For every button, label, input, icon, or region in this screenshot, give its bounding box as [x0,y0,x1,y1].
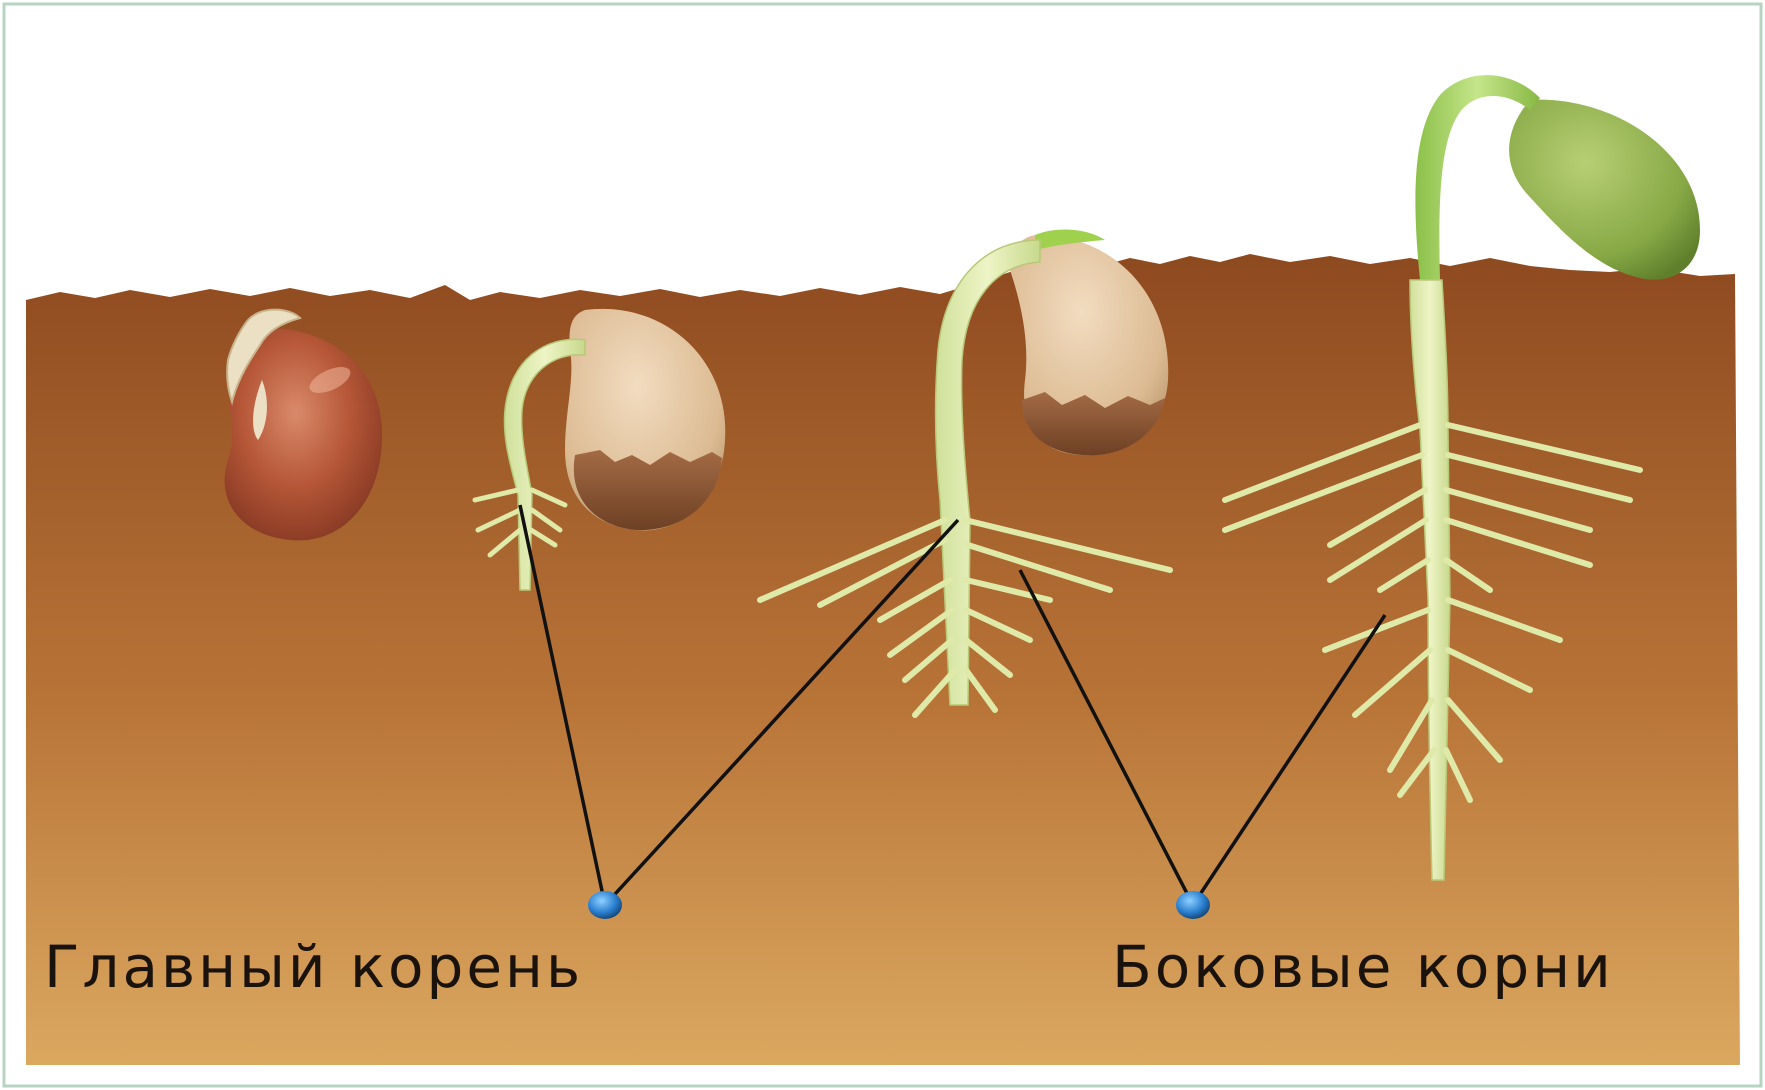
pointer-dot-lateral-roots [1176,891,1210,919]
pointer-dot-main-root [588,891,622,919]
lateral-roots-label: Боковые корни [1112,938,1614,996]
main-root-label: Главный корень [44,938,583,996]
